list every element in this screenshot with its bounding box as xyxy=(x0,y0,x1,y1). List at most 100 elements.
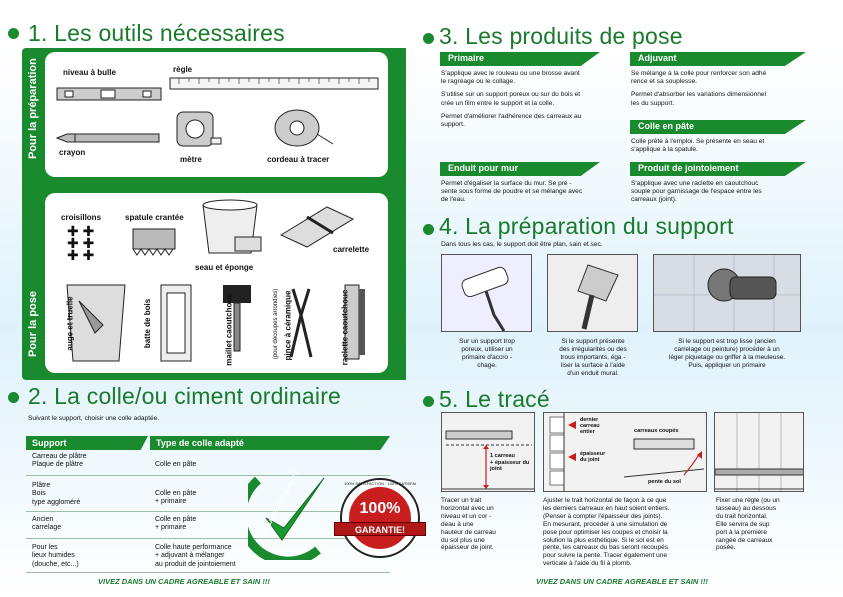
chalk-line-icon xyxy=(274,109,334,147)
caption-line: hauteur de carreau xyxy=(441,528,496,536)
level-line-diagram xyxy=(442,430,534,490)
tool-label: auge et truelle xyxy=(65,296,75,351)
label-line: carreau xyxy=(580,423,600,429)
row-divider xyxy=(26,475,390,476)
caption-line: liser la surface à l'aide xyxy=(560,361,626,369)
cell-line: (douche, etc...) xyxy=(32,560,79,568)
text-line: S'applique avec une raclette en caoutcho… xyxy=(631,180,759,187)
support-batten-diagram xyxy=(715,413,803,491)
section2-intro: Suivant le support, choisir une colle ad… xyxy=(28,415,160,422)
prep-caption-1: Sur un support trop poreux, utiliser un … xyxy=(441,338,533,370)
label-pente: pente du sol xyxy=(648,479,681,485)
label-line: du joint xyxy=(580,457,600,463)
text-line: support. xyxy=(441,121,465,129)
label-line: entier xyxy=(580,429,595,435)
caption-line: niveau et un cor - xyxy=(441,512,492,520)
spacers-icon: ✚ ✚✚ ✚✚ ✚ xyxy=(67,223,95,263)
col-header-support: Support xyxy=(26,436,148,450)
tile-nippers-icon xyxy=(289,288,313,358)
cell-line: Colle en pâte xyxy=(155,461,197,468)
col-header-type: Type de colle adapté xyxy=(150,436,390,450)
cell-line: lieux humides xyxy=(32,552,75,560)
row-divider xyxy=(26,511,390,512)
section5-title: 5. Le tracé xyxy=(439,386,550,412)
tool-label: règle xyxy=(173,65,193,74)
caption-line: du sol plus une xyxy=(441,536,485,544)
seal-center xyxy=(349,487,411,549)
section1-title: 1. Les outils nécessaires xyxy=(28,20,285,46)
text-line: Permet d'absorber les variations dimensi… xyxy=(631,91,767,99)
caption-line: pose pour optimiser les coupes et choisi… xyxy=(543,528,668,536)
tub-trowel-icon xyxy=(66,284,126,362)
caption-line: horizontal avec un xyxy=(441,504,494,512)
side-label-pose: Pour la pose xyxy=(27,290,39,358)
tool-label: carrelette xyxy=(333,245,370,254)
pose-tools-box: croisillons ✚ ✚✚ ✚✚ ✚ spatule crantée se… xyxy=(45,193,388,373)
tool-label: batte de bois xyxy=(143,298,153,349)
section-bullet xyxy=(423,396,434,407)
text-line: les du support. xyxy=(631,99,675,107)
caption-line: Fixer une règle (ou un xyxy=(716,497,780,504)
text-line: S'applique avec le rouleau ou une brosse… xyxy=(441,70,580,77)
section-bullet xyxy=(423,224,434,235)
caption-line: chage. xyxy=(477,361,497,369)
text-line: Permet d'égaliser la surface du mur. Se … xyxy=(441,180,572,187)
table-cell-support: Ancien carrelage xyxy=(32,516,61,533)
label-carreau: 1 carreau xyxy=(490,453,515,459)
caption-line: solution la plus esthétique. Si le sol e… xyxy=(543,536,664,544)
caption-line: Puis, appliquer un primaire xyxy=(688,361,766,369)
trace-caption-3: Fixer une règle (ou un tasseau) au desso… xyxy=(716,497,806,552)
label-line: épaisseur xyxy=(580,451,606,457)
putty-knife-icon xyxy=(548,255,637,331)
caption-line: trous importants, éga - xyxy=(560,353,626,361)
product-text-adjuvant: Se mélange à la colle pour renforcer son… xyxy=(631,70,766,108)
cell-line: carrelage xyxy=(32,524,62,532)
prep-photo-grinder xyxy=(653,254,801,332)
caption-line: deau à une xyxy=(441,520,474,528)
caption-line: (Penser à compter l'épaisseur des joints… xyxy=(543,512,663,520)
cell-line: Colle en pâte xyxy=(155,490,197,497)
product-tab-joint: Produit de jointoiement xyxy=(630,162,806,176)
caption-line: épaisseur de joint. xyxy=(441,544,494,552)
caption-line: Ajuster le trait horizontal de façon à c… xyxy=(543,497,667,504)
text-line: souple pour garnissage de l'espace entre… xyxy=(631,188,762,196)
product-tab-primaire: Primaire xyxy=(440,52,600,66)
section-bullet xyxy=(8,28,19,39)
section4-title: 4. La préparation du support xyxy=(439,213,734,239)
tool-label: cordeau à tracer xyxy=(267,155,330,164)
product-tab-colle: Colle en pâte xyxy=(630,120,806,134)
tile-layout-diagram xyxy=(549,413,705,491)
tool-label: seau et éponge xyxy=(195,263,254,272)
paint-roller-icon xyxy=(442,255,531,331)
caption-line: pente, les carreaux du bas seront recoup… xyxy=(543,544,669,552)
prep-tools-box: niveau à bulle règle crayon mètre cordea… xyxy=(45,52,388,177)
cell-line: + adjuvant à mélanger xyxy=(155,552,225,560)
section2-title: 2. La colle/ou ciment ordinaire xyxy=(28,383,342,409)
product-tab-enduit: Enduit pour mur xyxy=(440,162,600,176)
tool-label: croisillons xyxy=(61,213,102,222)
cell-line: type aggloméré xyxy=(32,498,81,506)
text-line: Colle prête à l'emploi. Se présente en s… xyxy=(631,138,765,145)
tool-label: pince à céramique xyxy=(283,290,293,361)
prep-photo-roller xyxy=(441,254,532,332)
table-cell-type: Colle en pâte + primaire xyxy=(155,490,196,507)
seal-ribbon: GARANTIE! xyxy=(334,522,426,536)
section4-intro: Dans tous les cas, le support doit être … xyxy=(441,241,603,248)
caption-line: Sur un support trop xyxy=(459,338,515,345)
caption-line: du trait horizontal. xyxy=(716,512,768,520)
caption-line: Elle servira de sup xyxy=(716,520,770,528)
tool-label: maillet caoutchouc xyxy=(224,293,234,366)
table-cell-type: Colle en pâte xyxy=(155,461,196,469)
section-bullet xyxy=(8,392,19,403)
tool-label: raclette caoutchouc xyxy=(340,289,350,366)
product-text-joint: S'applique avec une raclette en caoutcho… xyxy=(631,180,762,205)
tool-label: mètre xyxy=(180,155,202,164)
side-label-preparation: Pour la préparation xyxy=(27,58,39,159)
text-line: s'applique à la spatule. xyxy=(631,146,698,154)
cell-line: + primaire xyxy=(155,498,187,506)
table-cell-support: Carreau de plâtre Plaque de plâtre xyxy=(32,453,86,470)
guarantee-seal: 100% SATISFACTION · 100% SATISFACTION · … xyxy=(334,478,426,558)
text-line: sente sous forme de poudre et se mélange… xyxy=(441,188,583,196)
section3-title: 3. Les produits de pose xyxy=(439,23,683,49)
caption-line: En mesurant, procéder à une simulation d… xyxy=(543,520,668,528)
